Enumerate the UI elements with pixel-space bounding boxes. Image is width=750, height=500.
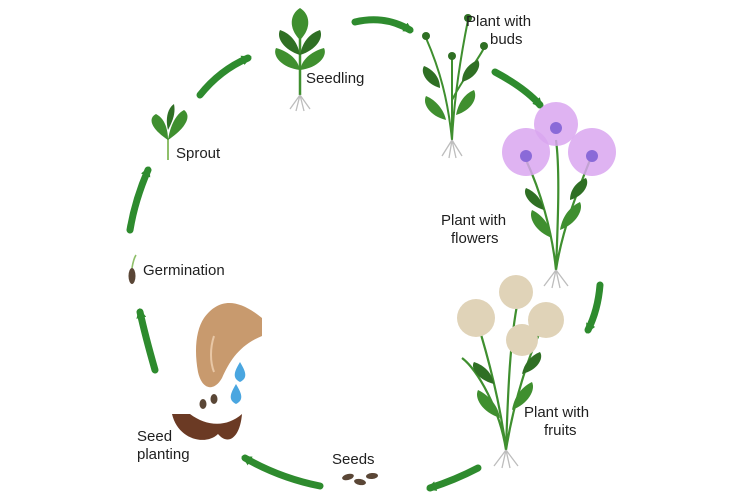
- cycle-arrows: [126, 16, 604, 492]
- arrow-sprout-to-seedling: [196, 54, 252, 99]
- seedling-illustration: [275, 8, 325, 112]
- arrow-flowers-to-fruits: [584, 281, 604, 334]
- label-seed-planting: Seed planting: [137, 428, 190, 463]
- germination-illustration: [128, 254, 137, 284]
- hand: [196, 302, 262, 388]
- water-drop-2: [230, 384, 242, 404]
- label-plant-with-fruits: Plant with fruits: [524, 404, 590, 439]
- plant-with-buds-illustration: [422, 14, 488, 159]
- arrow-seeds-to-planting: [241, 454, 324, 490]
- water-drop-1: [234, 362, 246, 382]
- soil-mound: [172, 414, 242, 440]
- plant-with-fruits-illustration: [457, 275, 564, 469]
- seeds-illustration: [342, 472, 378, 486]
- label-seeds: Seeds: [332, 451, 375, 468]
- arrow-germination-to-sprout: [126, 166, 152, 234]
- label-germination: Germination: [143, 262, 225, 279]
- arrow-seedling-to-buds: [351, 16, 414, 34]
- arrow-planting-to-germination: [136, 308, 159, 374]
- label-sprout: Sprout: [176, 145, 221, 162]
- arrow-fruits-to-seeds: [426, 464, 482, 492]
- label-plant-with-flowers: Plant with flowers: [441, 212, 507, 247]
- arrow-buds-to-flowers: [491, 68, 544, 109]
- seed-planting-illustration: [172, 302, 262, 440]
- label-plant-with-buds: Plant with buds: [466, 13, 532, 48]
- label-seedling: Seedling: [306, 70, 365, 87]
- sprout-illustration: [151, 104, 188, 160]
- plant-with-flowers-illustration: [502, 102, 616, 289]
